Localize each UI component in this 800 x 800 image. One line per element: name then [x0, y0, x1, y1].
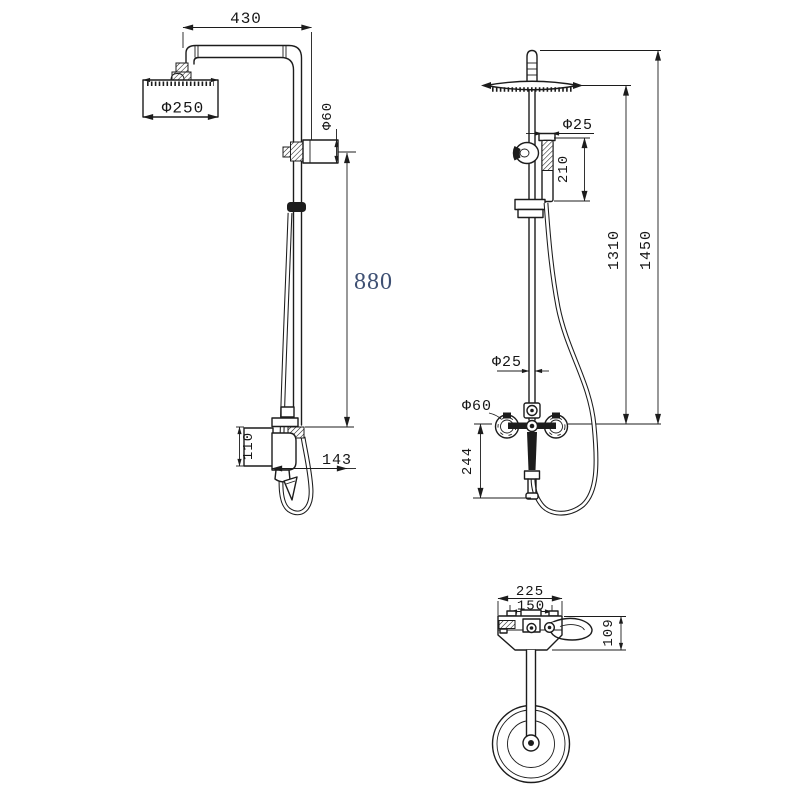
- shower-hose-side: [278, 212, 314, 516]
- dim-spout-drop: 244: [460, 423, 531, 499]
- overhead-shower-front: [481, 80, 583, 92]
- diverter-collar: [523, 402, 541, 419]
- dim-bracket-diameter-label: Φ60: [320, 102, 336, 130]
- dim-valve-body-height-label: 110: [241, 432, 257, 460]
- dim-body-width-label: 225: [516, 584, 544, 600]
- extension-lines-front: [474, 50, 661, 425]
- overhead-shower-side: Φ250: [142, 73, 219, 120]
- dim-valve-body-height: 110: [236, 426, 257, 467]
- valve-body-top: [497, 609, 563, 651]
- wall-bracket-side: [282, 139, 356, 164]
- dim-head-height-label: 1310: [606, 230, 623, 270]
- dim-body-depth-label: 109: [601, 618, 617, 646]
- dim-escutcheon-diameter: Φ60: [462, 398, 502, 420]
- hand-shower-front: [538, 132, 556, 203]
- hand-sprayer-side: [283, 476, 298, 501]
- dim-bracket-diameter: Φ60: [320, 102, 339, 164]
- shower-head-top: [491, 649, 571, 784]
- dim-body-depth: 109: [552, 616, 626, 651]
- dim-hand-shower-length: 210: [554, 137, 590, 202]
- top-view: 225 150: [491, 584, 626, 784]
- dim-pipe-diameter: Φ25: [492, 354, 549, 374]
- lever-handle-top: [548, 617, 593, 641]
- dim-spout-drop-label: 244: [460, 447, 476, 475]
- arm-ball-joint: [171, 62, 192, 81]
- dim-escutcheon-diameter-label: Φ60: [462, 398, 492, 415]
- shower-hose-front: [530, 202, 599, 516]
- dim-head-diameter: Φ250: [142, 100, 219, 120]
- dim-overall-height: 880: [305, 152, 393, 428]
- dim-wall-offset-label: 143: [322, 452, 352, 469]
- dim-arm-length: 430: [182, 10, 312, 140]
- dim-arm-length-label: 430: [230, 10, 262, 28]
- dim-total-height-label: 1450: [638, 230, 655, 270]
- shower-arm-side: [185, 44, 303, 426]
- dim-wall-offset: 143: [271, 452, 356, 472]
- dim-body-width: 225: [497, 584, 563, 615]
- dim-overall-height-label: 880: [354, 269, 393, 295]
- riser-joint-ring: [287, 202, 306, 212]
- dim-pipe-diameter-label: Φ25: [492, 354, 522, 371]
- dim-hand-shower-length-label: 210: [556, 155, 572, 183]
- slider-bracket: [514, 198, 546, 219]
- front-view: Φ25 Φ60 244 Φ25 210 1310: [460, 49, 661, 516]
- riser-pipe-front: [528, 88, 536, 421]
- hand-shower-holder: [512, 141, 540, 165]
- dim-hand-shower-diameter: Φ25: [526, 117, 594, 136]
- dim-hand-shower-diameter-label: Φ25: [563, 117, 593, 134]
- dim-head-height: 1310: [606, 85, 629, 425]
- dim-head-diameter-label: Φ250: [162, 100, 204, 118]
- side-view: 430 Φ250: [142, 10, 393, 516]
- dim-total-height: 1450: [638, 50, 661, 425]
- riser-top-cap: [526, 49, 538, 83]
- mixer-valve-front: [494, 412, 569, 500]
